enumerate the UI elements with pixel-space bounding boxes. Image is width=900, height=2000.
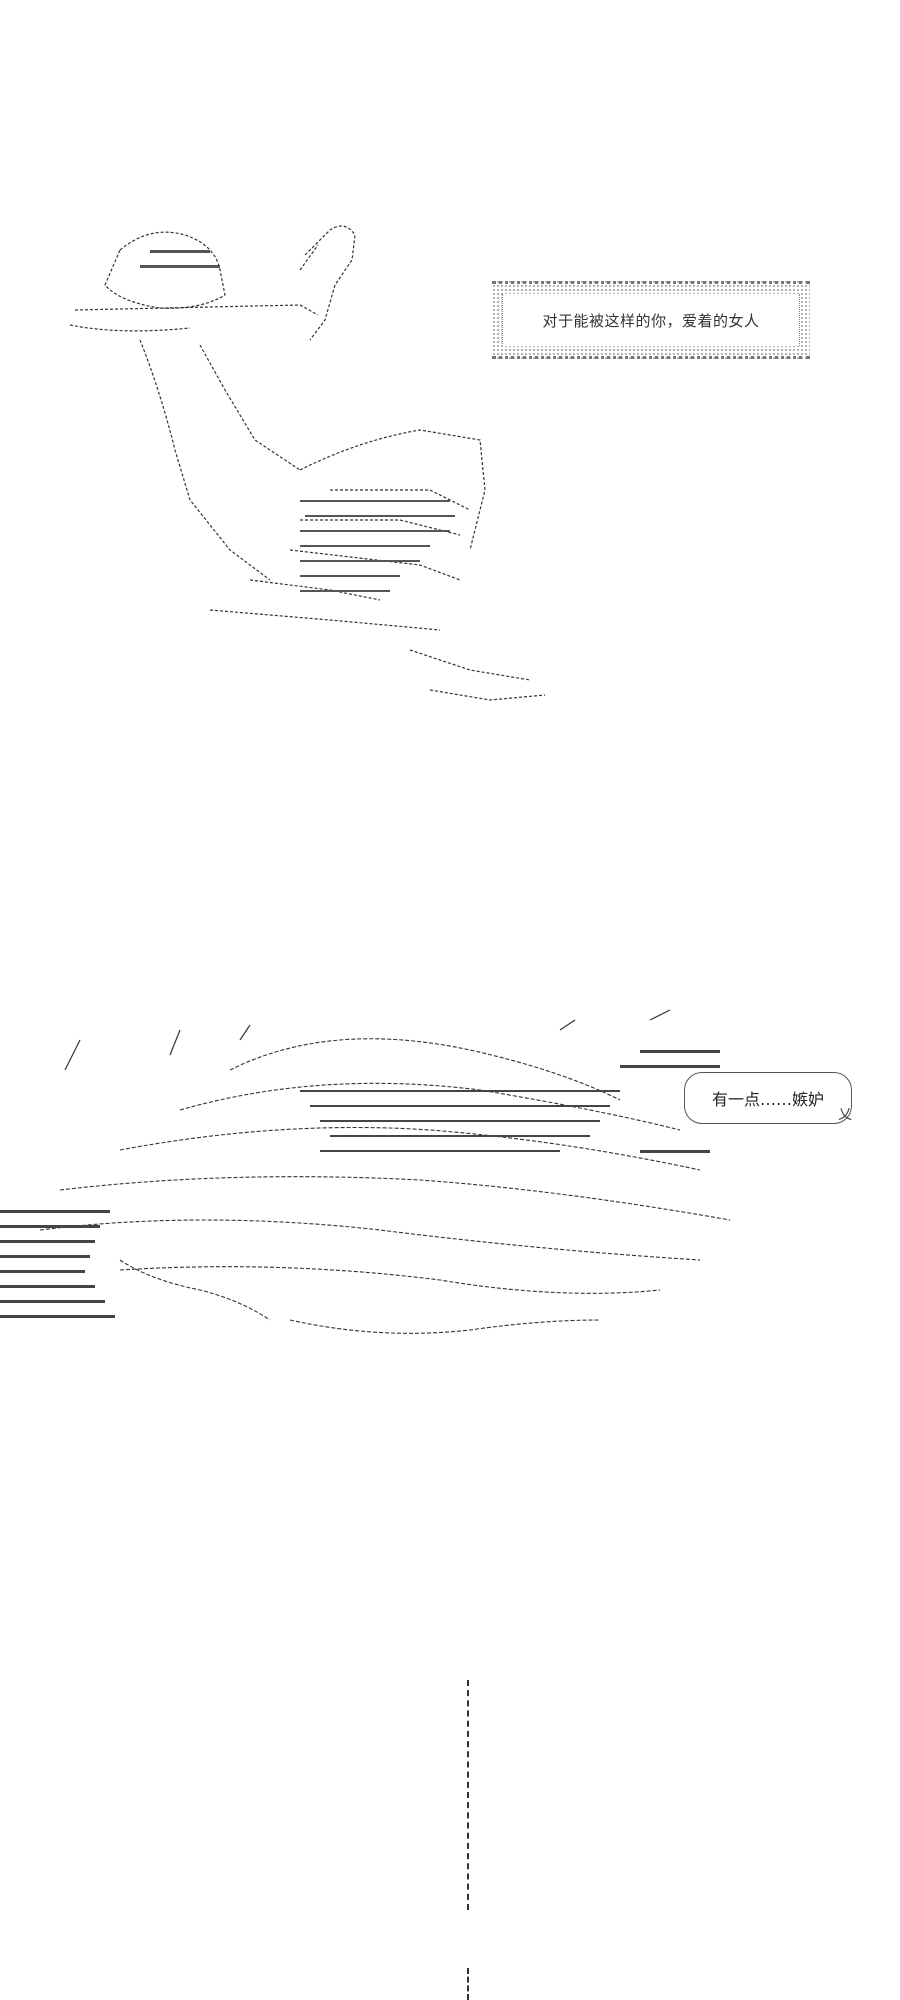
speech-bubble: 有一点……嫉妒 [684, 1072, 852, 1124]
vertical-divider [467, 1968, 469, 2000]
panel-2 [0, 960, 900, 1430]
caption-text: 对于能被这样的你，爱着的女人 [502, 294, 800, 346]
caption-box: 对于能被这样的你，爱着的女人 [492, 281, 810, 359]
speech-text: 有一点……嫉妒 [711, 1090, 824, 1109]
crowd-hands-art [0, 1009, 731, 1334]
seated-figure-art [69, 225, 546, 701]
panel-1 [0, 190, 900, 710]
bubble-tail-icon: 乂 [838, 1107, 852, 1123]
vertical-divider [467, 1680, 469, 1910]
